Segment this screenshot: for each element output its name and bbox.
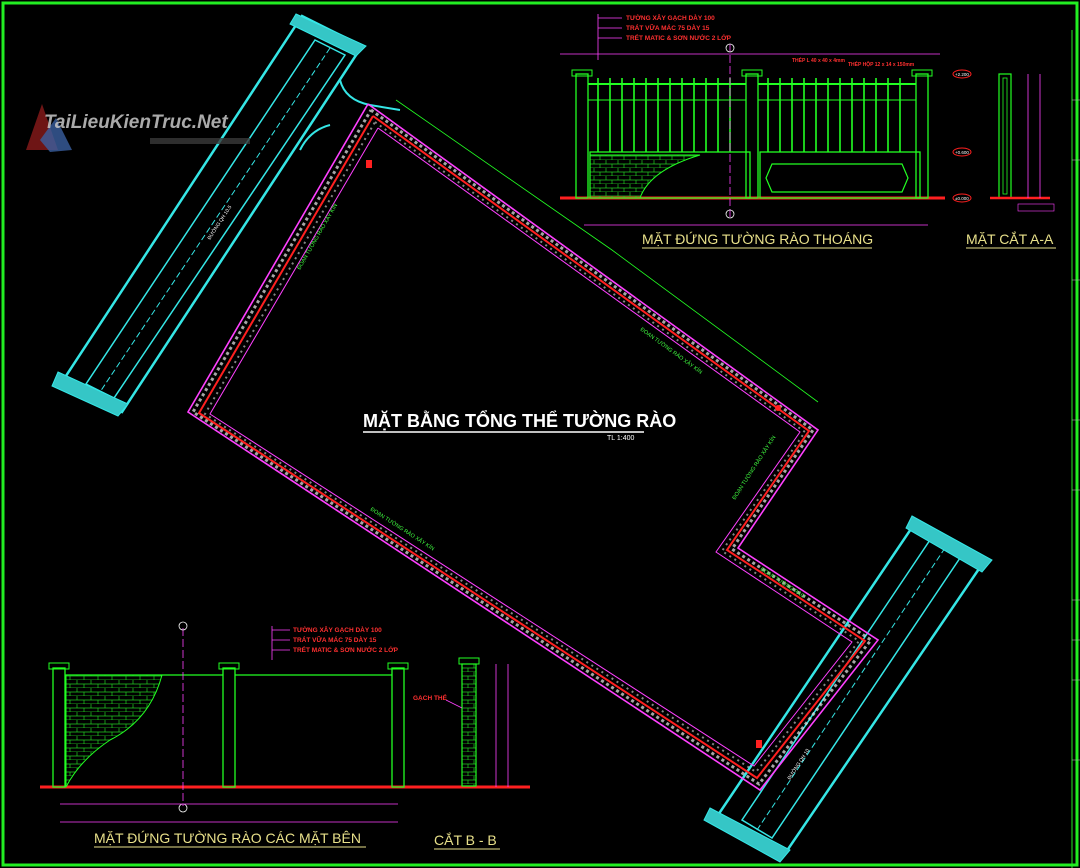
watermark-logo: TaiLieuKienTruc.Net [26,104,250,152]
road-lower-right: ĐƯỜNG QH 10 [703,515,993,863]
svg-text:THÉP L 40 x 40 x 4mm: THÉP L 40 x 40 x 4mm [792,56,845,64]
open-fence-title: MẶT ĐỨNG TƯỜNG RÀO THOÁNG [642,231,873,247]
side-note-3: TRÉT MATIC & SƠN NƯỚC 2 LỚP [293,645,399,654]
svg-text:+0.600: +0.600 [955,150,969,155]
section-bb-title: CẮT B - B [434,831,497,848]
title-block-ticks [1072,99,1080,761]
open-fence-note-1: TƯỜNG XÂY GẠCH DÀY 100 [626,13,715,22]
side-note-1: TƯỜNG XÂY GẠCH DÀY 100 [293,625,382,634]
watermark-text: TaiLieuKienTruc.Net [44,112,228,133]
svg-text:+2.200: +2.200 [955,72,969,77]
open-fence-note-2: TRÁT VỮA MÁC 75 DÀY 15 [626,23,710,32]
site-boundary-wall: ĐOẠN TƯỜNG RÀO XÂY KÍN ĐOẠN TƯỜNG RÀO XÂ… [186,99,880,792]
side-note-2: TRÁT VỮA MÁC 75 DÀY 15 [293,635,377,644]
svg-text:ĐƯỜNG QH 10.5: ĐƯỜNG QH 10.5 [206,204,234,241]
side-elevation [40,621,530,823]
svg-text:ĐOẠN TƯỜNG RÀO XÂY KÍN: ĐOẠN TƯỜNG RÀO XÂY KÍN [639,326,704,376]
open-fence-elevation: THÉP L 40 x 40 x 4mm THÉP HỘP 12 x 14 x … [560,14,945,226]
svg-text:THÉP HỘP 12 x 14 x 150mm: THÉP HỘP 12 x 14 x 150mm [848,60,915,68]
svg-text:ĐOẠN TƯỜNG RÀO: ĐOẠN TƯỜNG RÀO [759,566,807,600]
section-aa-title: MẶT CẮT A-A [966,230,1054,247]
level-markers: +2.200 +0.600 ±0.000 [952,69,972,203]
plan-scale: TL 1:400 [607,435,634,442]
section-aa-drawing [990,73,1055,212]
plan-title: MẶT BẰNG TỔNG THỂ TƯỜNG RÀO [363,410,676,431]
svg-text:±0.000: ±0.000 [955,196,969,201]
side-elevation-title: MẶT ĐỨNG TƯỜNG RÀO CÁC MẶT BÊN [94,830,361,846]
section-bb-note: GẠCH THẺ [413,693,448,702]
section-bb-drawing [445,657,509,787]
road-upper-left: ĐƯỜNG QH 10.5 [51,13,401,417]
open-fence-note-3: TRÉT MATIC & SƠN NƯỚC 2 LỚP [626,33,732,42]
